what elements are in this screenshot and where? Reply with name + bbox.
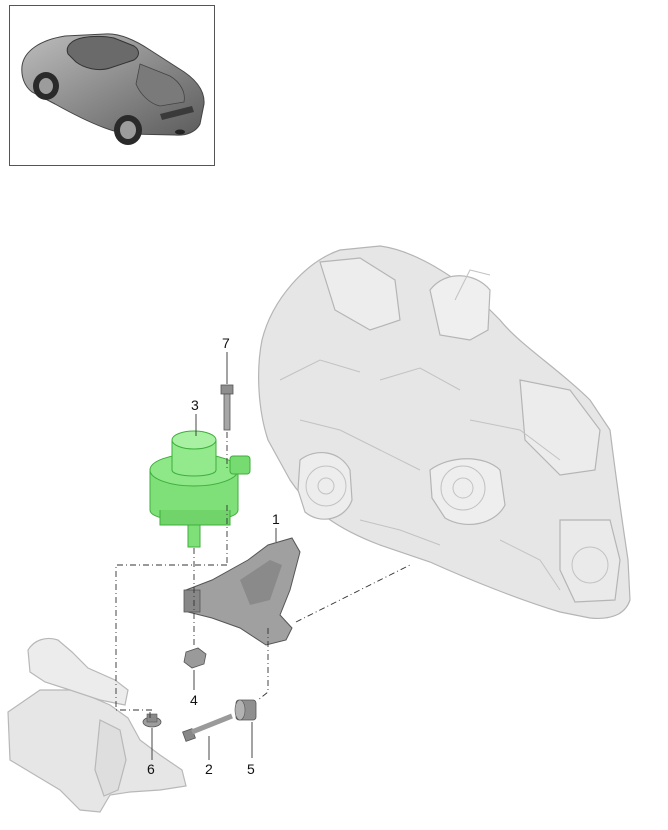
callout-5: 5 xyxy=(247,761,255,777)
callout-6: 6 xyxy=(147,761,155,777)
part-4-nut xyxy=(183,647,207,669)
part-7-bolt xyxy=(220,384,234,431)
part-5-bushing xyxy=(234,699,257,721)
transmission-ghost xyxy=(258,245,631,620)
vehicle-thumbnail xyxy=(9,5,215,166)
part-6-nut xyxy=(142,713,162,728)
part-3-transmission-mount xyxy=(149,430,251,548)
callout-1: 1 xyxy=(272,511,280,527)
part-2-bolt xyxy=(182,713,233,742)
subframe-ghost xyxy=(7,637,187,813)
callout-4: 4 xyxy=(190,692,198,708)
transmission-details xyxy=(279,269,609,591)
part-1-bracket xyxy=(183,537,301,646)
assembly-lines xyxy=(115,432,411,720)
callout-leaders xyxy=(151,352,277,760)
callout-3: 3 xyxy=(191,397,199,413)
sports-car-icon xyxy=(21,33,205,145)
callout-7: 7 xyxy=(222,335,230,351)
callout-2: 2 xyxy=(205,761,213,777)
